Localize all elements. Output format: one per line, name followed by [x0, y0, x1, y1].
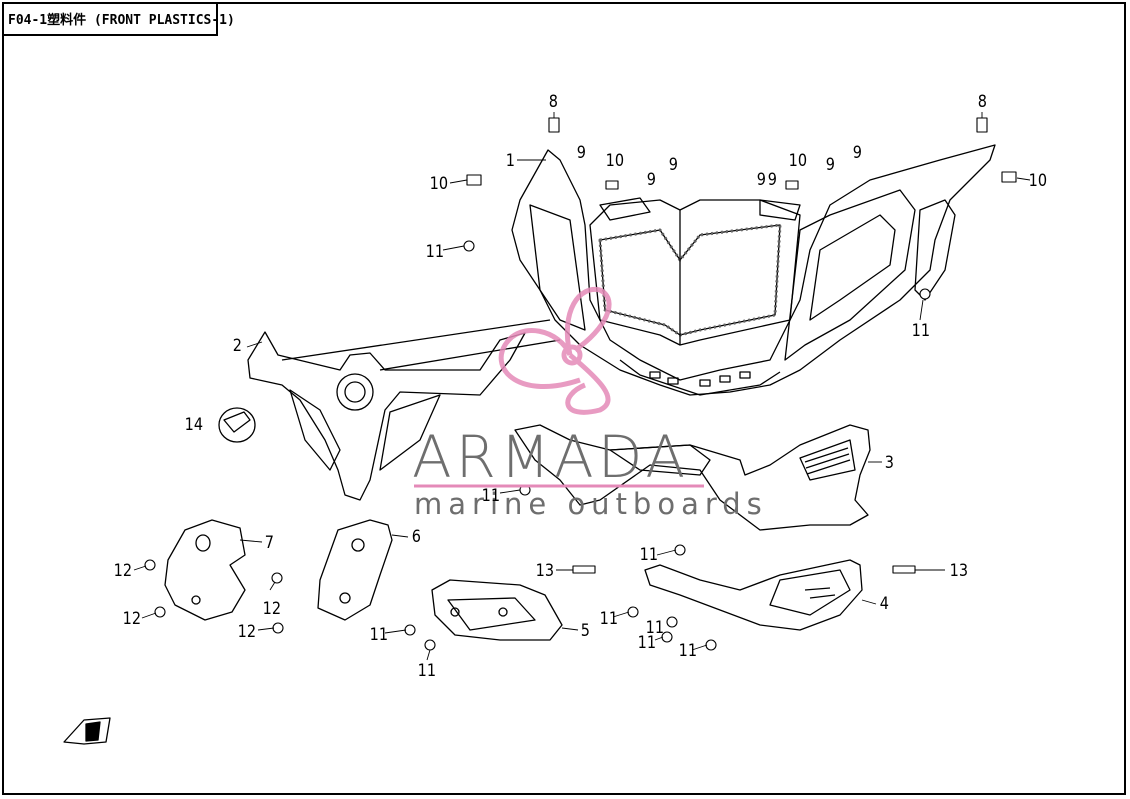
callout-9: 9: [576, 143, 587, 163]
callout-9: 9: [852, 143, 863, 163]
callout-13: 13: [949, 561, 969, 581]
callout-9: 9: [668, 155, 679, 175]
callout-12: 12: [262, 599, 282, 619]
part-front-fascia: [511, 144, 996, 396]
callout-11: 11: [645, 618, 665, 638]
callout-1: 1: [505, 151, 516, 171]
callout-11: 11: [425, 242, 445, 262]
part-handlebar-cover: [247, 319, 561, 501]
callout-10: 10: [605, 151, 625, 171]
watermark-brand: ARMADA: [412, 423, 690, 491]
callout-6: 6: [411, 527, 422, 547]
callout-11: 11: [639, 545, 659, 565]
part-right-side-cover: [514, 424, 871, 531]
callout-11: 11: [481, 486, 501, 506]
watermark-logo-icon: [498, 286, 612, 415]
callout-9: 9: [767, 170, 778, 190]
callout-9: 9: [756, 170, 767, 190]
callout-11: 11: [637, 633, 657, 653]
callout-7: 7: [264, 533, 275, 553]
leader-lines: [133, 112, 1031, 661]
callout-11: 11: [911, 321, 931, 341]
callout-4: 4: [879, 594, 890, 614]
part-bracket-cover: [431, 579, 563, 641]
callout-2: 2: [232, 336, 243, 356]
callout-10: 10: [429, 174, 449, 194]
part-cap: [218, 407, 256, 443]
callout-11: 11: [678, 641, 698, 661]
callout-12: 12: [122, 609, 142, 629]
watermark-tagline: marine outboards: [414, 487, 768, 521]
front-direction-arrow-icon: [63, 717, 111, 745]
callout-8: 8: [548, 92, 559, 112]
callout-8: 8: [977, 92, 988, 112]
callout-13: 13: [535, 561, 555, 581]
fasteners: [144, 117, 1017, 651]
callout-11: 11: [599, 609, 619, 629]
diagram-title: F04-1塑料件 (FRONT PLASTICS-1): [2, 2, 235, 36]
callout-9: 9: [825, 155, 836, 175]
part-panel-6: [317, 519, 393, 621]
callout-5: 5: [580, 621, 591, 641]
callout-11: 11: [369, 625, 389, 645]
part-lower-guard: [644, 559, 863, 631]
callout-3: 3: [884, 453, 895, 473]
part-panel-7: [164, 519, 246, 621]
callout-11: 11: [417, 661, 437, 681]
callout-12: 12: [113, 561, 133, 581]
callout-10: 10: [1028, 171, 1048, 191]
callout-12: 12: [237, 622, 257, 642]
callout-14: 14: [184, 415, 204, 435]
callout-10: 10: [788, 151, 808, 171]
callout-9: 9: [646, 170, 657, 190]
